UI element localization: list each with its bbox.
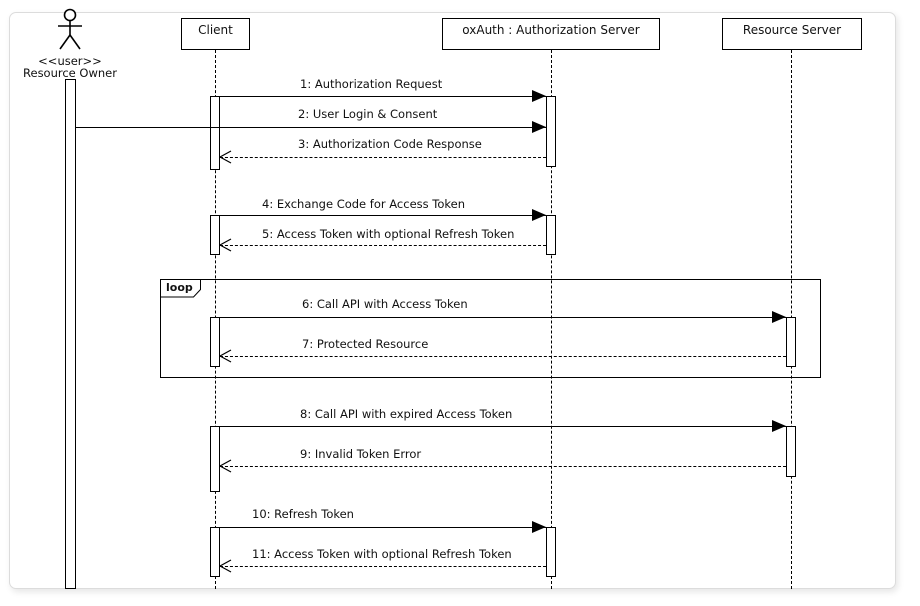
activation-resource-server-1: [786, 317, 796, 367]
participant-oxauth: oxAuth : Authorization Server: [442, 18, 660, 50]
message-5-line: [220, 245, 546, 246]
message-2-line: [76, 127, 546, 128]
message-7-label: 7: Protected Resource: [302, 337, 429, 351]
participant-client: Client: [181, 18, 250, 50]
message-8-label: 8: Call API with expired Access Token: [300, 407, 513, 421]
message-3-line: [220, 157, 546, 158]
message-6-line: [220, 317, 786, 318]
message-2-label: 2: User Login & Consent: [298, 107, 438, 121]
activation-oxauth-2: [546, 215, 556, 255]
activation-client-1: [210, 96, 220, 170]
activation-client-3: [210, 317, 220, 367]
message-9-line: [220, 466, 786, 467]
message-8-sync-arrowhead-icon: [772, 420, 786, 432]
actor-icon: [58, 8, 82, 50]
message-9-label: 9: Invalid Token Error: [300, 447, 422, 461]
activation-client-5: [210, 527, 220, 577]
message-11-line: [220, 566, 546, 567]
lifeline-oxauth: [551, 50, 552, 589]
message-1-line: [220, 96, 546, 97]
message-4-label: 4: Exchange Code for Access Token: [262, 197, 466, 211]
participant-resource-server: Resource Server: [722, 18, 862, 50]
activation-client-4: [210, 426, 220, 492]
message-2-sync-arrowhead-icon: [532, 121, 546, 133]
message-11-return-arrowhead-icon: [219, 559, 232, 573]
message-5-label: 5: Access Token with optional Refresh To…: [262, 227, 515, 241]
message-7-return-arrowhead-icon: [219, 349, 232, 363]
message-1-sync-arrowhead-icon: [532, 90, 546, 102]
message-10-sync-arrowhead-icon: [532, 521, 546, 533]
message-10-line: [220, 527, 546, 528]
message-6-sync-arrowhead-icon: [772, 311, 786, 323]
message-5-return-arrowhead-icon: [219, 238, 232, 252]
message-9-return-arrowhead-icon: [219, 459, 232, 473]
message-4-sync-arrowhead-icon: [532, 209, 546, 221]
loop-operator-pentagon: [160, 279, 201, 298]
message-6-label: 6: Call API with Access Token: [302, 297, 468, 311]
activation-oxauth-3: [546, 527, 556, 577]
message-3-label: 3: Authorization Code Response: [298, 137, 482, 151]
actor-name: Resource Owner: [23, 66, 117, 80]
activation-resource-server-2: [786, 426, 796, 477]
activation-resource-owner: [65, 79, 76, 589]
actor-stereotype: <<user>>: [38, 54, 102, 68]
loop-operator-label: loop: [166, 281, 193, 294]
diagram-card: [9, 12, 896, 589]
loop-fragment: [160, 279, 821, 378]
message-8-line: [220, 426, 786, 427]
message-7-line: [220, 356, 786, 357]
message-10-label: 10: Refresh Token: [252, 507, 354, 521]
message-11-label: 11: Access Token with optional Refresh T…: [252, 547, 512, 561]
activation-oxauth-1: [546, 96, 556, 167]
activation-client-2: [210, 215, 220, 255]
message-1-label: 1: Authorization Request: [300, 77, 443, 91]
message-4-line: [220, 215, 546, 216]
message-3-return-arrowhead-icon: [219, 150, 232, 164]
